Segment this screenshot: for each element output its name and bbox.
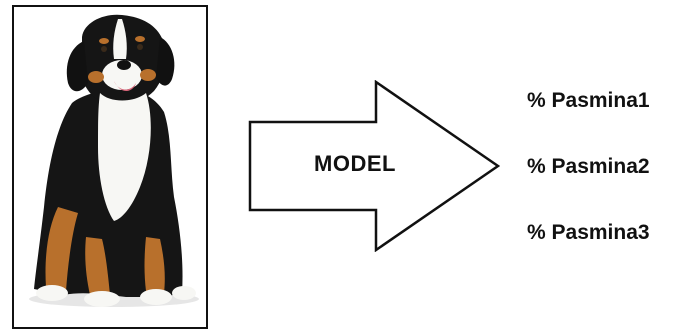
output-item-2: % Pasmina2 (527, 155, 650, 178)
model-arrow (248, 80, 500, 252)
dog-image (29, 14, 199, 307)
model-label: MODEL (314, 151, 396, 176)
output-item-1: % Pasmina1 (527, 89, 650, 112)
arrow-shape (248, 80, 500, 252)
output-list: % Pasmina1 % Pasmina2 % Pasmina3 (527, 88, 650, 286)
input-image-frame (12, 5, 208, 329)
output-item-3: % Pasmina3 (527, 221, 650, 244)
